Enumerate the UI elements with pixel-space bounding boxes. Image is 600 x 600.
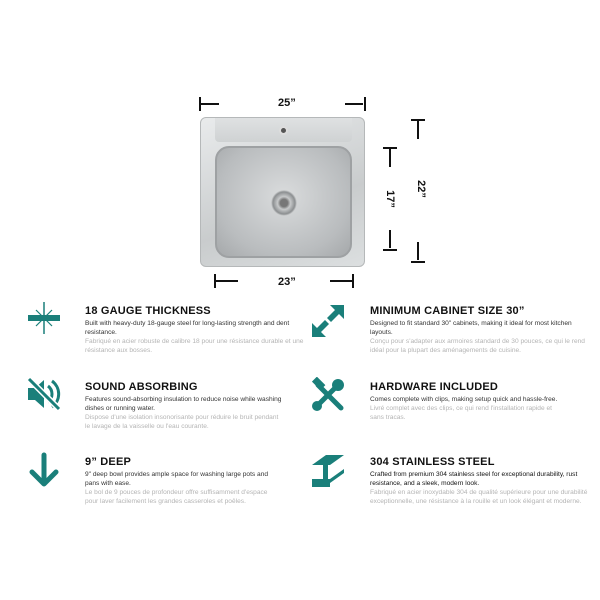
feature-title: 18 GAUGE THICKNESS: [85, 305, 211, 317]
faucet-hole: [279, 126, 288, 135]
dim-tick: [411, 261, 425, 263]
arrow-down-icon: [29, 452, 59, 487]
expand-arrows-icon: [312, 305, 344, 337]
dim-line: [389, 149, 391, 167]
dim-tick: [383, 249, 397, 251]
dim-line: [345, 103, 363, 105]
feature-sound-absorbing: SOUND ABSORBING Features sound-absorbing…: [85, 381, 285, 431]
feature-title: HARDWARE INCLUDED: [370, 381, 499, 393]
dim-tick: [383, 147, 397, 149]
sound-muted-icon: [26, 376, 62, 412]
feature-9-deep: 9” DEEP 9" deep bowl provides ample spac…: [85, 456, 270, 506]
feature-title: MINIMUM CABINET SIZE 30”: [370, 305, 525, 317]
dim-tick: [411, 119, 425, 121]
feature-18-gauge: 18 GAUGE THICKNESS Built with heavy-duty…: [85, 305, 305, 355]
feature-text-fr: Fabriqué en acier robuste de calibre 18 …: [85, 338, 304, 354]
dim-line: [330, 280, 352, 282]
feature-text-fr: Dispose d'une isolation insonorisante po…: [85, 414, 279, 430]
feature-text-fr: Le bol de 9 pouces de profondeur offre s…: [85, 489, 268, 505]
bowl-width-label: 23”: [278, 276, 296, 288]
feature-304-stainless: 304 STAINLESS STEEL Crafted from premium…: [370, 456, 592, 506]
feature-title: 9” DEEP: [85, 456, 132, 468]
dim-tick: [364, 97, 366, 111]
dim-tick: [199, 97, 201, 111]
crosshair-thickness-icon: [28, 302, 60, 334]
feature-text-en: Features sound-absorbing insulation to r…: [85, 396, 282, 412]
feature-text-fr: Conçu pour s'adapter aux armoires standa…: [370, 338, 585, 354]
feature-text-fr: Livré complet avec des clips, ce qui ren…: [370, 405, 552, 421]
feature-text-en: Designed to fit standard 30" cabinets, m…: [370, 320, 572, 336]
dim-tick: [352, 274, 354, 288]
feature-title: SOUND ABSORBING: [85, 381, 198, 393]
feature-text-en: 9" deep bowl provides ample space for wa…: [85, 471, 269, 487]
tools-icon: [311, 377, 344, 411]
bowl-depth-label: 17”: [383, 190, 396, 208]
dim-line: [417, 121, 419, 139]
sink-bowl: [215, 146, 352, 258]
sink-image: [200, 117, 365, 267]
depth-label: 22”: [414, 180, 427, 198]
drain-icon: [271, 190, 297, 216]
dim-line: [201, 103, 219, 105]
dim-tick: [214, 274, 216, 288]
feature-title: 304 STAINLESS STEEL: [370, 456, 495, 468]
dim-line: [216, 280, 238, 282]
feature-text-en: Crafted from premium 304 stainless steel…: [370, 471, 578, 487]
width-label: 25”: [278, 97, 296, 109]
feature-hardware-included: HARDWARE INCLUDED Comes complete with cl…: [370, 381, 565, 422]
feature-cabinet-size: MINIMUM CABINET SIZE 30” Designed to fit…: [370, 305, 585, 355]
feature-text-en: Comes complete with clips, making setup …: [370, 396, 558, 403]
feature-text-en: Built with heavy-duty 18-gauge steel for…: [85, 320, 290, 336]
feature-text-fr: Fabriqué en acier inoxydable 304 de qual…: [370, 489, 588, 505]
dim-line: [389, 230, 391, 248]
steel-beam-icon: [312, 455, 344, 487]
dim-line: [417, 242, 419, 260]
